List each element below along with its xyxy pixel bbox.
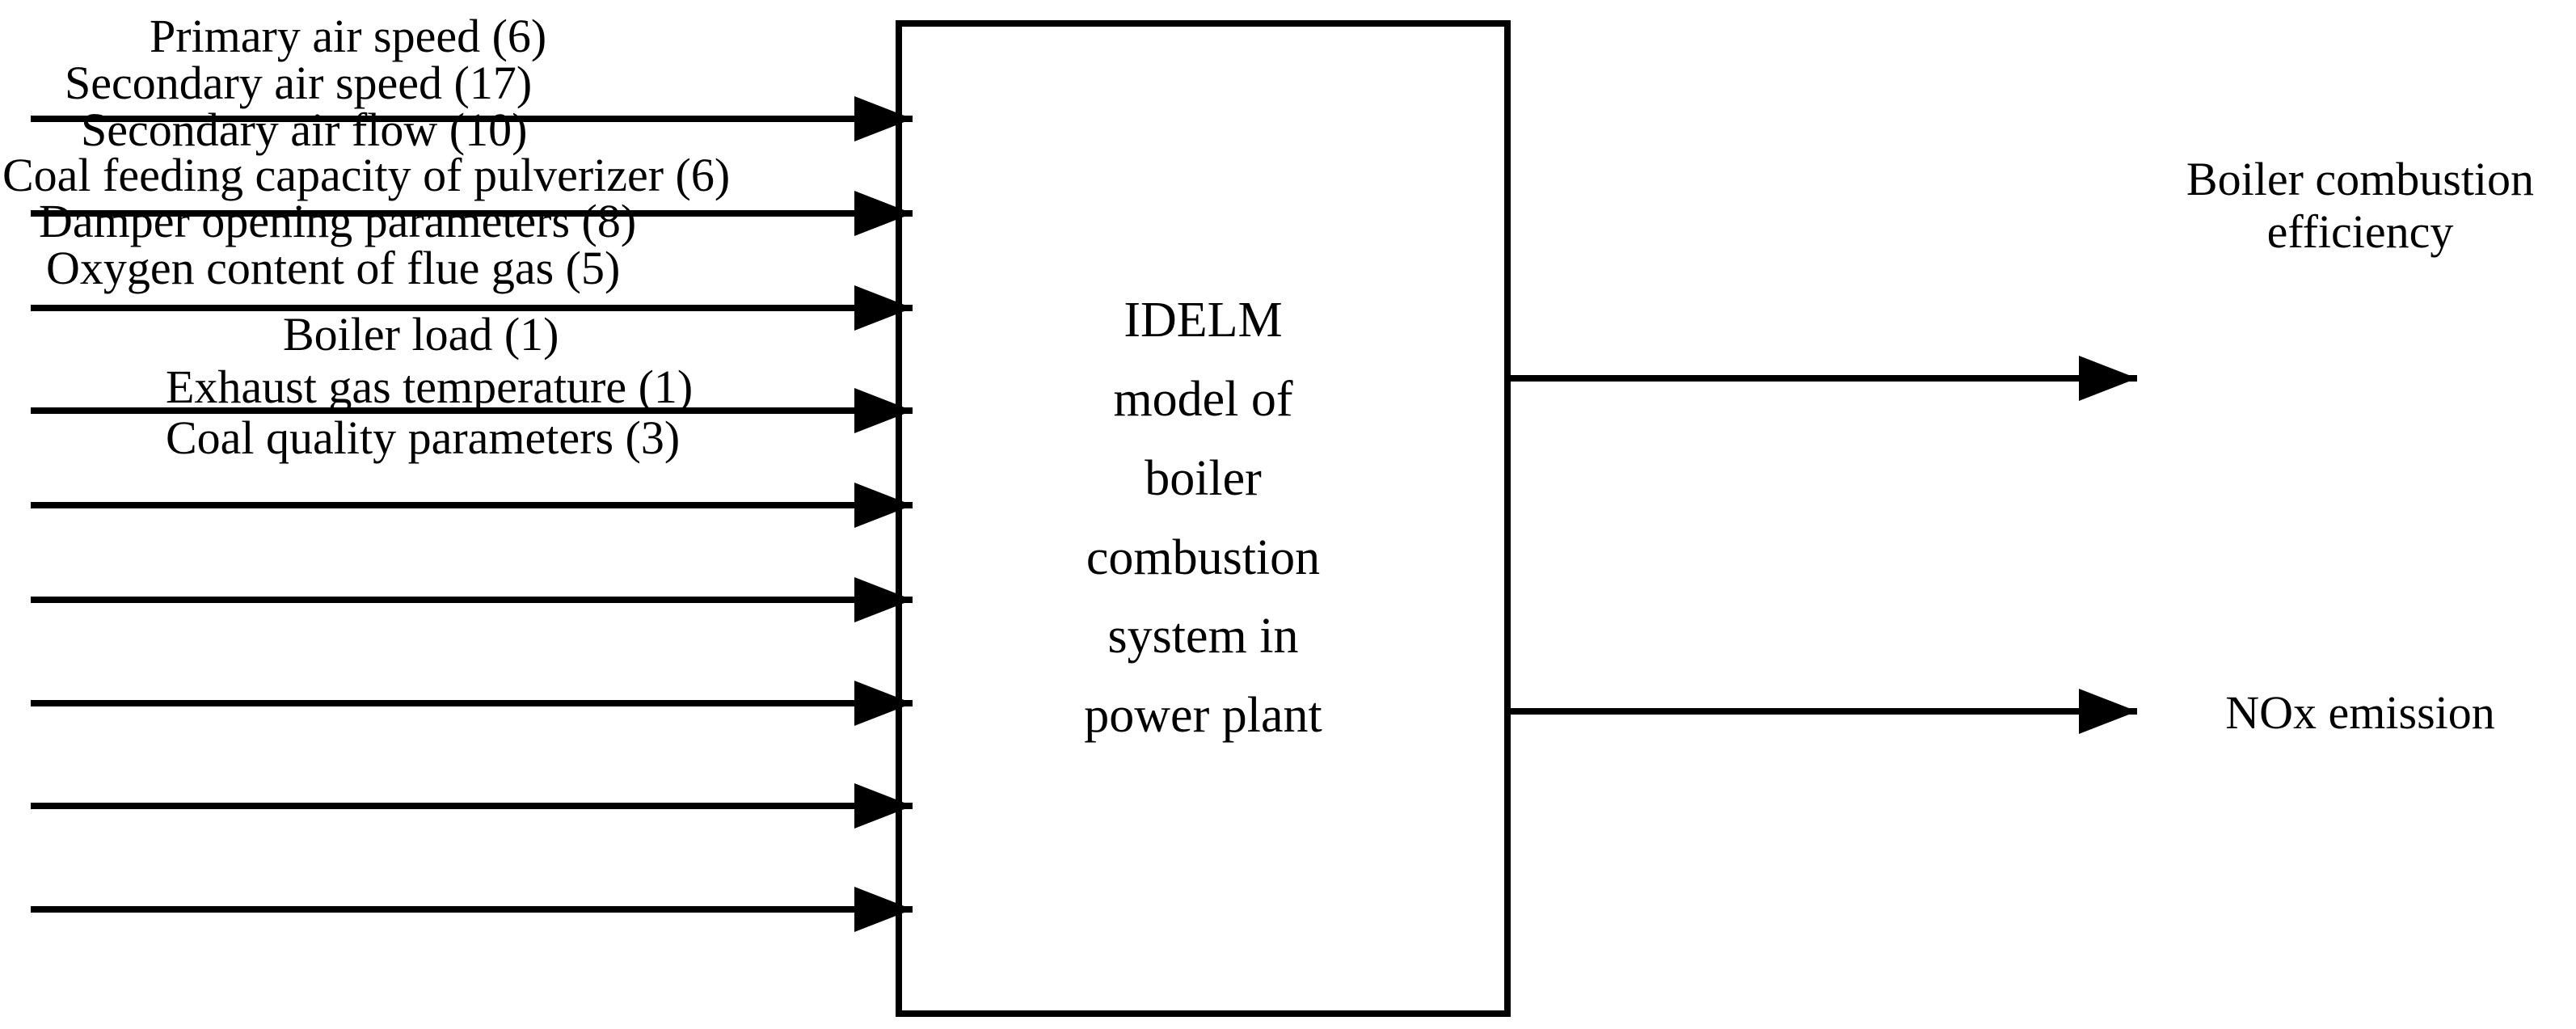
input-label-exhaust-gas-temperature: Exhaust gas temperature (1) xyxy=(166,361,694,413)
input-label-primary-air-speed: Primary air speed (6) xyxy=(150,10,547,62)
input-label-boiler-load: Boiler load (1) xyxy=(283,308,559,361)
input-label-coal-quality-parameters: Coal quality parameters (3) xyxy=(166,411,681,464)
input-arrows xyxy=(31,96,913,932)
input-label-secondary-air-flow: Secondary air flow (10) xyxy=(81,103,528,156)
output-label-nox-emission: NOx emission xyxy=(2225,686,2495,739)
input-label-oxygen-content-flue-gas: Oxygen content of flue gas (5) xyxy=(46,242,621,294)
output-arrows xyxy=(1508,356,2137,734)
input-label-coal-feeding-capacity: Coal feeding capacity of pulverizer (6) xyxy=(2,149,731,201)
input-label-damper-opening-parameters: Damper opening parameters (8) xyxy=(39,195,637,247)
output-label-boiler-combustion-efficiency: Boiler combustion efficiency xyxy=(2186,153,2535,258)
input-label-secondary-air-speed: Secondary air speed (17) xyxy=(65,57,533,109)
model-block-rect xyxy=(896,20,1511,1017)
